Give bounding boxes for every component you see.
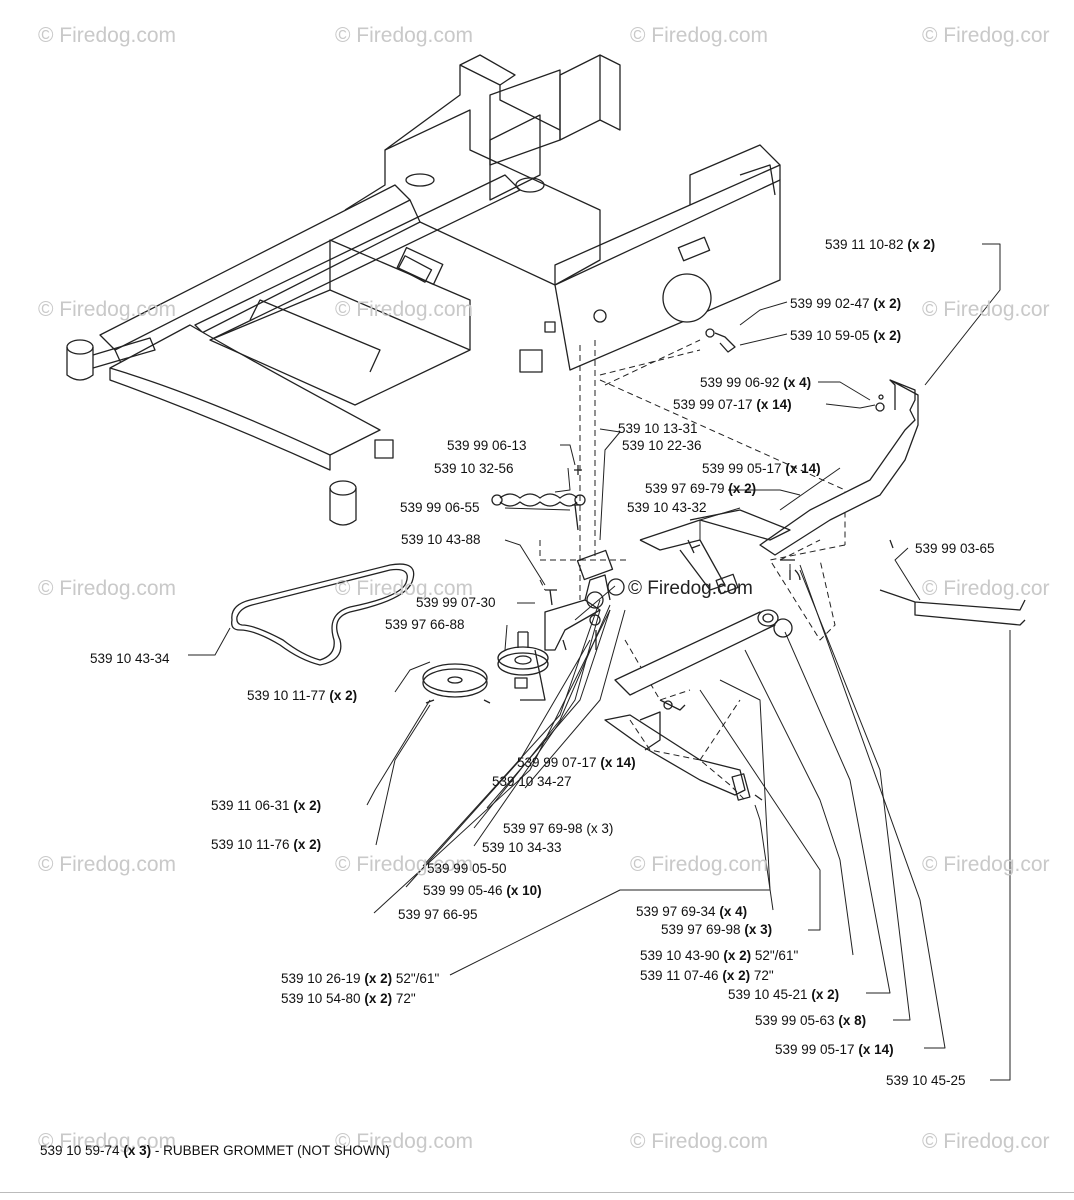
part-label: 539 11 06-31 (x 2) <box>211 798 322 813</box>
part-label: 539 99 07-30 <box>416 595 496 610</box>
watermark: © Firedog.com <box>335 298 474 321</box>
part-label: 539 99 02-47 (x 2) <box>790 296 902 311</box>
watermark: © Firedog.com <box>630 24 769 47</box>
watermark: © Firedog.cor <box>922 298 1050 321</box>
part-label: 539 10 43-90 (x 2) 52"/61" <box>640 948 799 963</box>
part-label: 539 10 54-80 (x 2) 72" <box>281 991 416 1006</box>
chassis-frame <box>66 54 781 526</box>
watermark: © Firedog.com <box>38 1130 177 1153</box>
part-label: 539 99 05-17 (x 14) <box>775 1042 894 1057</box>
part-label: 539 10 34-27 <box>492 774 572 789</box>
part-label: 539 99 06-13 <box>447 438 527 453</box>
center-watermark: © Firedog.com <box>628 578 753 599</box>
part-label: 539 99 06-92 (x 4) <box>700 375 812 390</box>
part-label: 539 97 66-95 <box>398 907 478 922</box>
watermark: © Firedog.com <box>335 577 474 600</box>
part-label: 539 99 05-17 (x 14) <box>702 461 821 476</box>
part-label: 539 10 32-56 <box>434 461 514 476</box>
watermark: © Firedog.com <box>38 577 177 600</box>
part-label: 539 99 07-17 (x 14) <box>517 755 636 770</box>
part-label: 539 10 43-32 <box>627 500 707 515</box>
watermark: © Firedog.cor <box>922 577 1050 600</box>
part-label: 539 97 66-88 <box>385 617 465 632</box>
footer-note: 539 10 59-74 (x 3) - RUBBER GROMMET (NOT… <box>40 1143 390 1158</box>
part-label: 539 10 43-88 <box>401 532 481 547</box>
watermark: © Firedog.com <box>630 1130 769 1153</box>
watermark: © Firedog.com <box>38 298 177 321</box>
watermark: © Firedog.com <box>38 24 177 47</box>
part-label: 539 99 03-65 <box>915 541 995 556</box>
watermark: © Firedog.cor <box>922 24 1050 47</box>
part-label: 539 99 07-17 (x 14) <box>673 397 792 412</box>
watermark: © Firedog.com <box>38 853 177 876</box>
part-label: 539 99 05-46 (x 10) <box>423 883 542 898</box>
watermark: © Firedog.com <box>335 1130 474 1153</box>
part-label: 539 10 43-34 <box>90 651 170 666</box>
part-label: 539 11 10-82 (x 2) <box>825 237 936 252</box>
part-label: 539 99 06-55 <box>400 500 480 515</box>
part-label: 539 97 69-98 (x 3) <box>661 922 773 937</box>
part-label: 539 99 05-50 <box>427 861 507 876</box>
watermark: © Firedog.com <box>630 853 769 876</box>
part-label: 539 10 11-77 (x 2) <box>247 688 358 703</box>
part-label: 539 10 45-21 (x 2) <box>728 987 840 1002</box>
watermark: © Firedog.com <box>335 24 474 47</box>
watermark: © Firedog.com <box>335 853 474 876</box>
leader-lines <box>188 243 1011 1081</box>
watermark: © Firedog.cor <box>922 1130 1050 1153</box>
part-label: 539 10 13-31 <box>618 421 698 436</box>
part-label: 539 99 05-63 (x 8) <box>755 1013 867 1028</box>
part-label: 539 97 69-79 (x 2) <box>645 481 757 496</box>
drive-belt <box>231 563 415 666</box>
part-label: 539 10 45-25 <box>886 1073 966 1088</box>
divider <box>0 1192 1074 1193</box>
part-label: 539 97 69-34 (x 4) <box>636 904 748 919</box>
watermark: © Firedog.cor <box>922 853 1050 876</box>
part-label: 539 97 69-98 (x 3) <box>503 821 614 836</box>
part-label: 539 11 07-46 (x 2) 72" <box>640 968 774 983</box>
part-label: 539 10 22-36 <box>622 438 702 453</box>
part-label: 539 10 34-33 <box>482 840 562 855</box>
part-label: 539 10 26-19 (x 2) 52"/61" <box>281 971 440 986</box>
part-label: 539 10 11-76 (x 2) <box>211 837 322 852</box>
part-label: 539 10 59-05 (x 2) <box>790 328 902 343</box>
